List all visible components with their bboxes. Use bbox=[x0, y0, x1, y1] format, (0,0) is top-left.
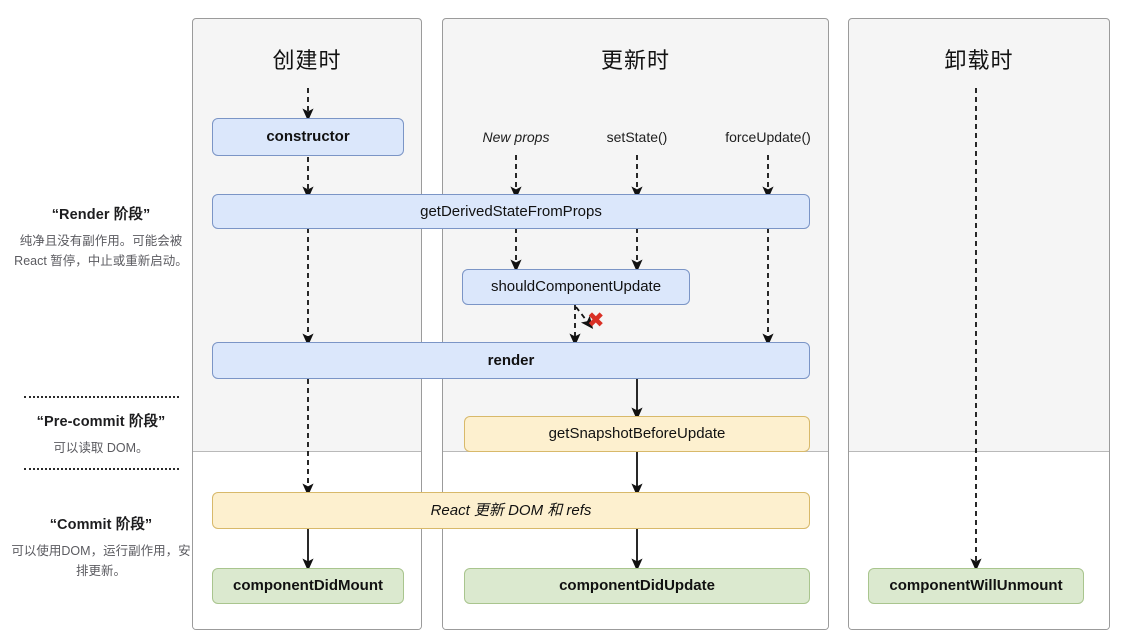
abort-x-icon: ✖ bbox=[587, 309, 605, 332]
legend-pre-commit-phase: “Pre-commit 阶段” 可以读取 DOM。 bbox=[8, 410, 194, 458]
legend-render-phase: “Render 阶段” 纯净且没有副作用。可能会被 React 暂停，中止或重新… bbox=[8, 203, 194, 272]
legend-commit-phase: “Commit 阶段” 可以使用DOM，运行副作用，安排更新。 bbox=[8, 513, 194, 582]
column-panel-mounting: 创建时 bbox=[192, 18, 422, 630]
trigger-force-update: forceUpdate() bbox=[725, 129, 811, 145]
node-component-will-unmount[interactable]: componentWillUnmount bbox=[868, 568, 1084, 604]
column-panel-unmounting: 卸载时 bbox=[848, 18, 1110, 630]
node-get-derived-state-from-props[interactable]: getDerivedStateFromProps bbox=[212, 194, 810, 229]
legend-body-commit: 可以使用DOM，运行副作用，安排更新。 bbox=[11, 544, 191, 579]
legend-body-render: 纯净且没有副作用。可能会被 React 暂停，中止或重新启动。 bbox=[14, 234, 188, 269]
column-panel-updating: 更新时 bbox=[442, 18, 829, 630]
node-component-did-mount[interactable]: componentDidMount bbox=[212, 568, 404, 604]
node-react-updates-dom-and-refs[interactable]: React 更新 DOM 和 refs bbox=[212, 492, 810, 529]
column-title-updating: 更新时 bbox=[600, 48, 670, 73]
trigger-set-state: setState() bbox=[606, 129, 668, 145]
divider-precommit-commit bbox=[24, 468, 179, 470]
node-render[interactable]: render bbox=[212, 342, 810, 379]
node-should-component-update[interactable]: shouldComponentUpdate bbox=[462, 269, 690, 305]
legend-body-pre-commit: 可以读取 DOM。 bbox=[53, 441, 149, 455]
legend-title-commit: “Commit 阶段” bbox=[49, 517, 153, 533]
node-get-snapshot-before-update[interactable]: getSnapshotBeforeUpdate bbox=[464, 416, 810, 452]
legend-title-render: “Render 阶段” bbox=[51, 207, 151, 223]
node-component-did-update[interactable]: componentDidUpdate bbox=[464, 568, 810, 604]
trigger-new-props: New props bbox=[482, 129, 550, 145]
column-title-mounting: 创建时 bbox=[272, 48, 342, 73]
legend-title-pre-commit: “Pre-commit 阶段” bbox=[36, 414, 166, 430]
node-constructor[interactable]: constructor bbox=[212, 118, 404, 156]
column-title-unmounting: 卸载时 bbox=[944, 48, 1014, 73]
divider-render-precommit bbox=[24, 396, 179, 398]
